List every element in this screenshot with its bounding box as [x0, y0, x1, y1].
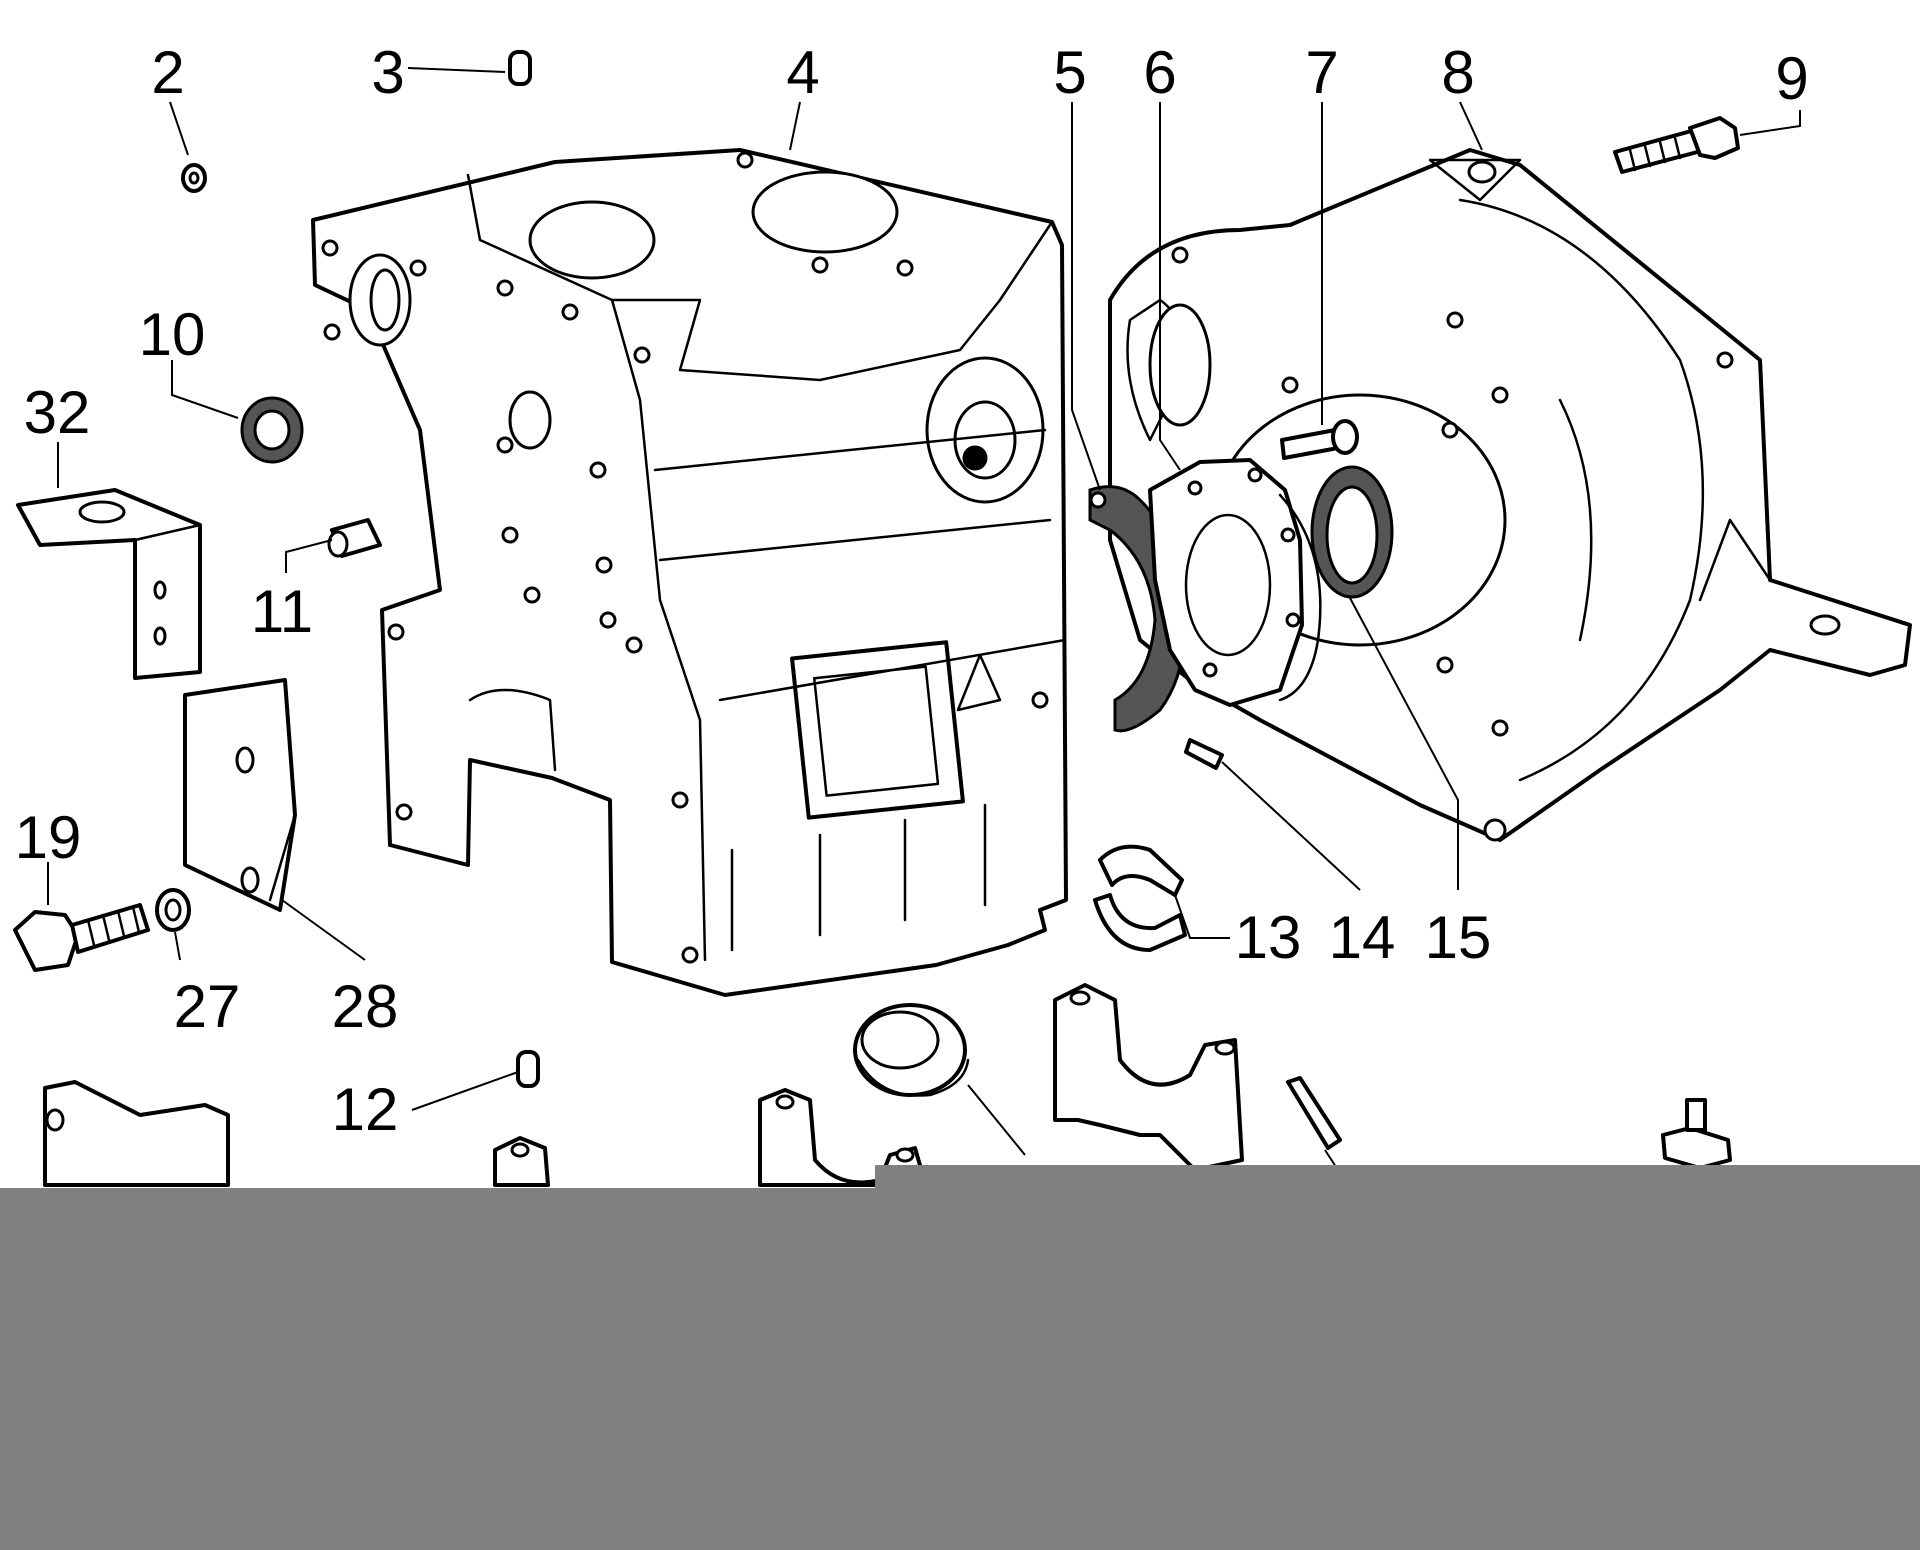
callout-14: 14 — [1329, 904, 1396, 971]
callout-13: 13 — [1235, 904, 1302, 971]
pin-14 — [1184, 738, 1224, 770]
callout-11: 11 — [251, 578, 313, 645]
dowel-11 — [327, 518, 382, 558]
seal-carrier — [1148, 458, 1322, 707]
callout-2: 2 — [151, 39, 184, 106]
oil-seal — [1310, 465, 1394, 599]
callout-7: 7 — [1305, 39, 1338, 106]
callout-labels: 2 3 4 5 6 7 8 9 10 32 11 19 27 28 12 13 … — [15, 39, 1809, 1143]
callout-5: 5 — [1053, 39, 1086, 106]
engine-block — [311, 148, 1068, 997]
bearing-shell — [853, 1003, 970, 1097]
dowel-12 — [516, 1050, 540, 1088]
gray-overlay — [0, 1188, 1920, 1550]
callout-28: 28 — [332, 973, 399, 1040]
bolt-19 — [13, 903, 150, 972]
callout-19: 19 — [15, 804, 82, 871]
plate-28 — [183, 678, 297, 912]
callout-6: 6 — [1143, 39, 1176, 106]
main-bearing-cap-left — [493, 1136, 550, 1187]
callout-10: 10 — [139, 301, 206, 368]
callout-4: 4 — [786, 39, 819, 106]
bolt-9 — [1613, 116, 1740, 174]
callout-27: 27 — [174, 973, 241, 1040]
bracket-32 — [16, 488, 202, 680]
dowel-3 — [508, 50, 532, 86]
callout-15: 15 — [1425, 904, 1492, 971]
main-bearing-cap-right — [1053, 983, 1244, 1172]
stud-bolt — [1286, 1076, 1732, 1170]
gray-overlay-step — [875, 1165, 1920, 1195]
sealing-ring-10 — [240, 396, 304, 464]
block-bolt-holes — [321, 151, 1049, 964]
washer-2 — [181, 163, 207, 193]
callout-3: 3 — [371, 39, 404, 106]
bearing-halves-13 — [1093, 844, 1187, 952]
callout-12: 12 — [332, 1076, 399, 1143]
washer-27 — [155, 888, 191, 932]
screw-7 — [1280, 419, 1359, 460]
callout-8: 8 — [1441, 39, 1474, 106]
leader-lines — [47, 67, 1801, 1171]
callout-9: 9 — [1775, 45, 1808, 112]
callout-32: 32 — [24, 379, 91, 446]
bracket-lower-left — [43, 1080, 230, 1187]
